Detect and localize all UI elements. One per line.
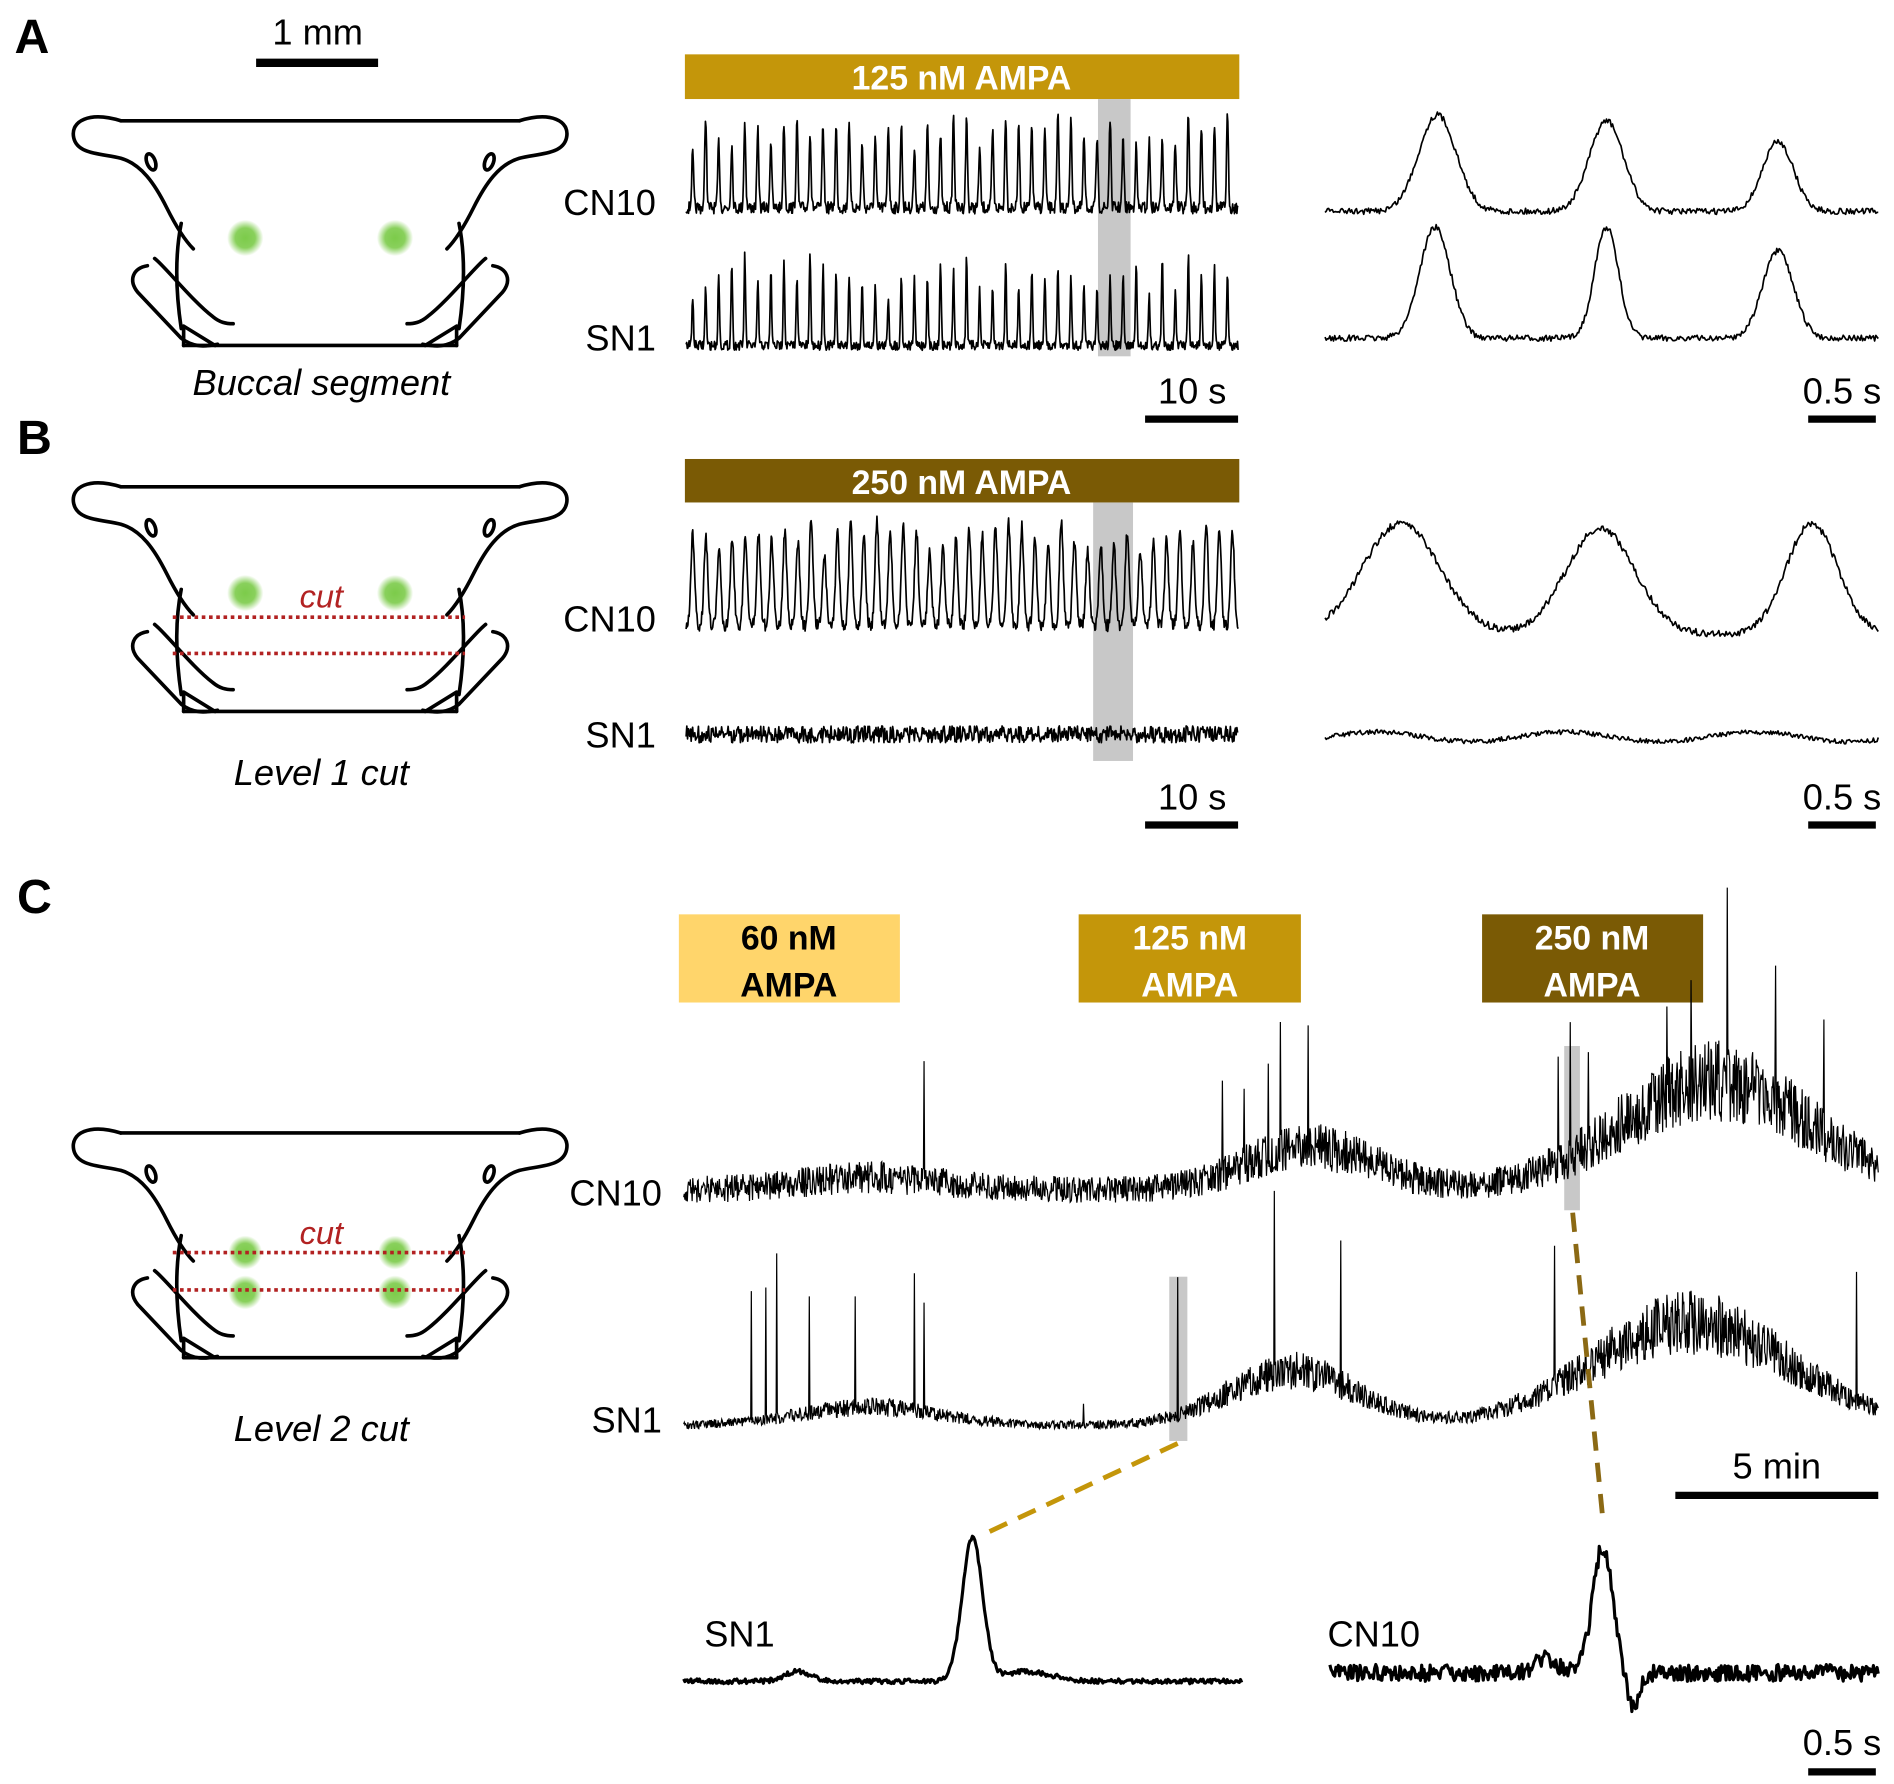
inset-label-cn10: CN10 <box>1327 1613 1420 1654</box>
green-spot <box>227 219 264 257</box>
drug-bar-line2: AMPA <box>1543 966 1640 1004</box>
zoom-connector <box>983 1441 1179 1537</box>
zoom-trace-sn1-a <box>1324 223 1879 342</box>
zoom-connector <box>1570 1212 1606 1520</box>
drug-bar-125 <box>684 54 1240 100</box>
highlight-window <box>1097 99 1131 357</box>
trace-cn10-c <box>683 887 1879 1204</box>
trace-sn1-b <box>685 725 1239 744</box>
drug-bar-125 <box>1078 914 1301 1003</box>
panel-letter-a: A <box>15 10 50 64</box>
drug-bar-line2: AMPA <box>740 966 837 1004</box>
time-scale-label: 5 min <box>1733 1445 1822 1486</box>
panel-letter-c: C <box>17 870 52 924</box>
drug-bar-60 <box>678 914 900 1003</box>
drug-bar-line1: 60 nM <box>741 919 837 957</box>
drug-bar-250 <box>1482 914 1704 1003</box>
panel-a: A 1 mm Buccal segment 125 nM AMPA CN10 S… <box>15 10 1882 423</box>
mm-scale-label: 1 mm <box>272 12 363 53</box>
diagram-label: Buccal segment <box>192 362 452 403</box>
zoom-trace-cn10-b <box>1324 520 1879 638</box>
trace-label-cn10: CN10 <box>569 1172 662 1213</box>
cut-label: cut <box>300 1214 345 1251</box>
green-spot <box>227 574 264 612</box>
time-scale-label: 10 s <box>1158 776 1226 817</box>
trace-sn1-a <box>685 251 1239 352</box>
inset-scale-label: 0.5 s <box>1803 1722 1882 1763</box>
level2-diagram: cut <box>73 1129 567 1358</box>
trace-cn10-b <box>685 515 1239 633</box>
drug-bar-line1: 125 nM <box>1132 919 1247 957</box>
cut-label: cut <box>300 578 345 615</box>
drug-bar-line1: 250 nM <box>1535 919 1650 957</box>
time-scale-label: 10 s <box>1158 370 1226 411</box>
zoom-scale-label: 0.5 s <box>1803 370 1882 411</box>
diagram-label: Level 1 cut <box>234 752 411 793</box>
zoom-scale-label: 0.5 s <box>1803 776 1882 817</box>
diagram-label: Level 2 cut <box>234 1408 411 1449</box>
drug-bar-label: 250 nM AMPA <box>852 464 1072 502</box>
trace-cn10-a <box>685 113 1239 215</box>
panel-c: C cut Level 2 cut 60 nM AMPA 125 nM AMPA… <box>17 870 1882 1776</box>
drug-bar-250 <box>684 458 1240 503</box>
buccal-diagram <box>73 117 567 346</box>
trace-sn1-c <box>683 1190 1879 1431</box>
drug-bar-label: 125 nM AMPA <box>852 59 1072 97</box>
level1-diagram: cut <box>73 483 567 712</box>
zoom-trace-sn1-b <box>1324 728 1880 745</box>
panel-letter-b: B <box>17 411 52 465</box>
trace-label-cn10: CN10 <box>563 599 656 640</box>
panel-b: B cut Level 1 cut 250 nM AMPA CN10 SN1 1… <box>17 411 1882 829</box>
trace-label-sn1: SN1 <box>585 317 655 358</box>
drug-bar-line2: AMPA <box>1141 966 1238 1004</box>
trace-label-sn1: SN1 <box>591 1400 661 1441</box>
green-spot <box>228 1275 263 1310</box>
inset-label-sn1: SN1 <box>704 1613 774 1654</box>
green-spot <box>376 574 414 612</box>
green-spot <box>376 219 414 257</box>
inset-trace-sn1 <box>682 1534 1244 1686</box>
inset-trace-cn10 <box>1328 1544 1880 1714</box>
green-spot <box>378 1275 412 1310</box>
trace-label-cn10: CN10 <box>563 182 656 223</box>
green-spot <box>378 1235 412 1270</box>
zoom-trace-cn10-a <box>1324 111 1879 216</box>
trace-label-sn1: SN1 <box>585 715 655 756</box>
highlight-window <box>1564 1046 1580 1211</box>
